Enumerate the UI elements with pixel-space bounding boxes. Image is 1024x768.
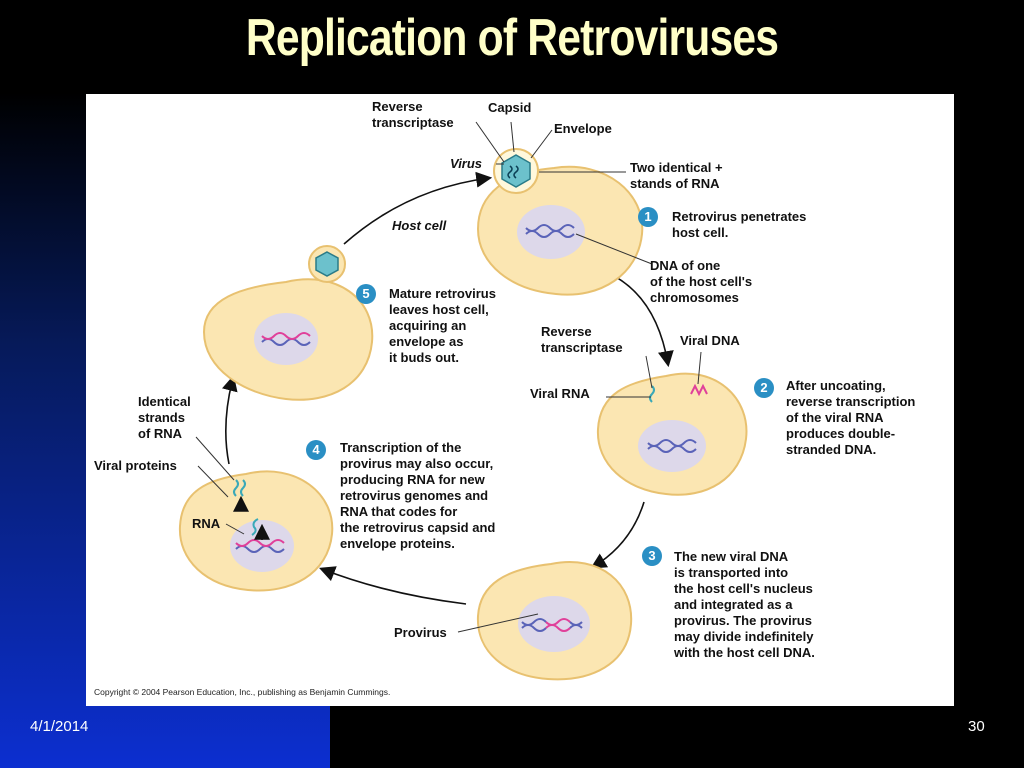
slide-title: Replication of Retroviruses	[245, 9, 779, 67]
label-viral-dna: Viral DNA	[680, 333, 740, 348]
host-cell-3	[476, 561, 633, 681]
label-identical-strands: Identical strands of RNA	[138, 394, 191, 441]
diagram-panel: Reverse transcriptase Capsid Envelope Vi…	[86, 94, 954, 706]
label-host-cell: Host cell	[392, 218, 447, 233]
slide-date: 4/1/2014	[30, 718, 89, 735]
leader-lines	[195, 121, 702, 633]
label-reverse-transcriptase-mid: Reverse transcriptase	[541, 324, 623, 355]
step-3-text: The new viral DNA is transported into th…	[674, 549, 815, 660]
cycle-arrow-5-to-1	[343, 171, 493, 245]
copyright-text: Copyright © 2004 Pearson Education, Inc.…	[94, 687, 391, 697]
host-cell-1	[476, 165, 644, 296]
host-cell-2	[596, 372, 748, 496]
label-viral-rna: Viral RNA	[530, 386, 590, 401]
retrovirus-cycle-diagram	[178, 121, 748, 681]
label-viral-proteins: Viral proteins	[94, 458, 177, 473]
label-envelope: Envelope	[554, 121, 612, 136]
step-2-text: After uncoating, reverse transcription o…	[786, 378, 916, 457]
label-two-strands: Two identical + stands of RNA	[630, 160, 723, 191]
step-4-badge: 4	[306, 440, 326, 460]
step-2-badge: 2	[754, 378, 774, 398]
step-5-badge: 5	[356, 284, 376, 304]
label-dna-host: DNA of one of the host cell's chromosome…	[650, 258, 753, 305]
step-1-text: Retrovirus penetrates host cell.	[672, 209, 807, 240]
cycle-arrow-3-to-4	[319, 566, 467, 605]
label-reverse-transcriptase-top: Reverse transcriptase	[372, 99, 454, 130]
step-4-text: Transcription of the provirus may also o…	[340, 440, 496, 551]
step-3-badge: 3	[642, 546, 662, 566]
label-capsid: Capsid	[488, 100, 532, 115]
step-1-badge: 1	[638, 207, 658, 227]
cycle-arrow-4-to-5	[222, 374, 238, 465]
host-cell-5	[202, 245, 374, 401]
virus-particle	[493, 148, 539, 194]
slide-page-number: 30	[968, 718, 985, 735]
cycle-arrow-2-to-3	[590, 501, 645, 569]
label-provirus: Provirus	[394, 625, 447, 640]
step-5-text: Mature retrovirus leaves host cell, acqu…	[389, 286, 496, 365]
host-cell-4	[178, 470, 334, 592]
label-virus: Virus	[450, 156, 483, 171]
label-rna: RNA	[192, 516, 221, 531]
